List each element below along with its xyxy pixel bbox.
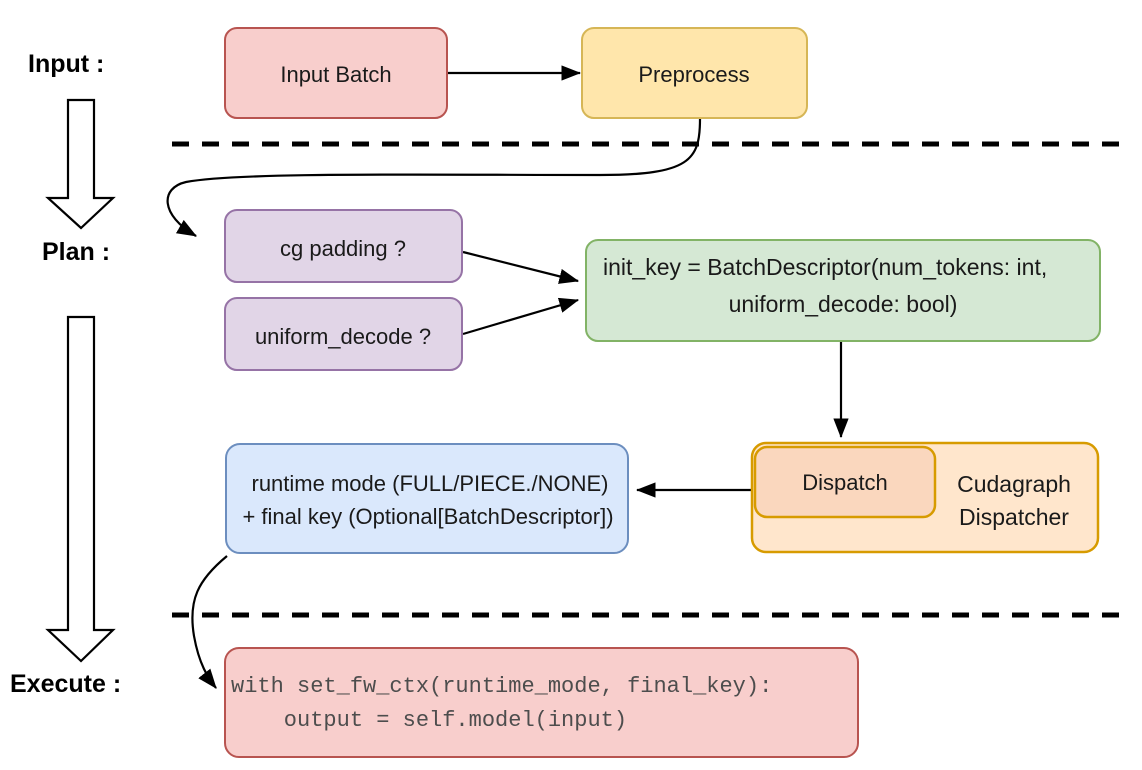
node-execute-code-line1: with set_fw_ctx(runtime_mode, final_key)… — [231, 674, 772, 699]
edge-uniform-decode-to-init-key — [462, 297, 580, 336]
node-runtime-mode-line2: + final key (Optional[BatchDescriptor]) — [242, 504, 613, 529]
node-execute-code-line2: output = self.model(input) — [231, 708, 627, 733]
node-execute-code[interactable]: with set_fw_ctx(runtime_mode, final_key)… — [224, 647, 859, 758]
node-uniform-decode-shape[interactable] — [224, 297, 463, 371]
node-cg-padding-label: cg padding ? — [280, 236, 406, 261]
node-cg-padding[interactable]: cg padding ? — [224, 209, 463, 283]
node-uniform-decode-label: uniform_decode ? — [255, 324, 431, 349]
node-preprocess-label: Preprocess — [638, 62, 749, 87]
node-input-batch-label: Input Batch — [280, 62, 391, 87]
node-runtime-mode-line1: runtime mode (FULL/PIECE./NONE) — [252, 471, 609, 496]
node-dispatch-label: Dispatch — [802, 470, 888, 495]
node-cg-padding-shape[interactable] — [224, 209, 463, 283]
node-runtime-mode-shape[interactable] — [225, 443, 629, 554]
edge-cg-padding-to-init-key — [462, 250, 580, 284]
node-init-key-line1: init_key = BatchDescriptor(num_tokens: i… — [603, 254, 1047, 280]
down-block-arrow-icon — [45, 315, 116, 663]
stage-label-execute: Execute : — [10, 670, 121, 698]
node-execute-code-shape[interactable] — [224, 647, 859, 758]
node-dispatch-shape[interactable] — [753, 445, 937, 519]
down-block-arrow-icon — [45, 98, 116, 230]
node-input-batch-shape[interactable] — [224, 27, 448, 119]
node-preprocess[interactable]: Preprocess — [581, 27, 808, 119]
edge-preprocess-to-cg-padding — [166, 118, 702, 237]
stage-label-input: Input : — [28, 50, 104, 78]
node-init-key-shape[interactable] — [585, 239, 1101, 342]
node-init-key[interactable]: init_key = BatchDescriptor(num_tokens: i… — [585, 239, 1101, 342]
node-dispatch[interactable]: Dispatch — [753, 445, 937, 519]
node-uniform-decode[interactable]: uniform_decode ? — [224, 297, 463, 371]
edge-runtime-mode-to-execute-code — [191, 555, 228, 689]
node-preprocess-shape[interactable] — [581, 27, 808, 119]
stage-label-plan: Plan : — [42, 238, 110, 266]
node-init-key-line2: uniform_decode: bool) — [729, 291, 958, 317]
node-cudagraph-dispatcher-line2: Dispatcher — [959, 504, 1069, 530]
node-cudagraph-dispatcher-line1: Cudagraph — [957, 471, 1071, 497]
node-input-batch[interactable]: Input Batch — [224, 27, 448, 119]
node-runtime-mode[interactable]: runtime mode (FULL/PIECE./NONE) + final … — [225, 443, 629, 554]
